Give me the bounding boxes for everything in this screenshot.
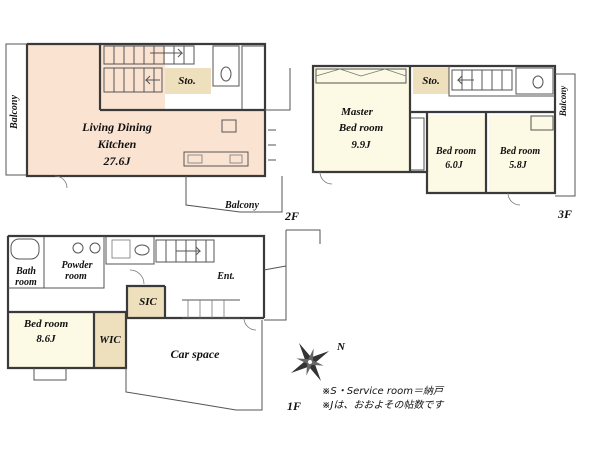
master-bedroom-size: 9.9J [351, 139, 371, 151]
floor-2f: Balcony Sto. Living Dining Kitchen 27.6J… [5, 42, 299, 223]
powder-label-line1: Powder [61, 260, 92, 271]
bedroom-8-6j-area [8, 312, 94, 368]
bedroom-5-8j-label: Bed room [499, 146, 541, 157]
staircase-2f [103, 45, 195, 93]
storage-2f [165, 68, 211, 94]
wic-area [94, 312, 126, 368]
wic-label: WIC [99, 334, 121, 346]
balcony-3f-label: Balcony [558, 85, 568, 118]
kitchen-island [183, 151, 249, 167]
floor-label-1f: 1F [287, 399, 301, 413]
floor-label-3f: 3F [557, 207, 572, 221]
car-space-label: Car space [171, 347, 221, 361]
storage-3f-label: Sto. [422, 75, 439, 87]
bath-label-line2: room [15, 277, 37, 288]
bedroom-5-8j-size: 5.8J [509, 160, 528, 171]
balcony-left-2f-label: Balcony [9, 94, 20, 129]
bedroom-1f-label: Bed room [23, 318, 69, 330]
note-jou-count: ※Jは、おおよその帖数です [322, 399, 444, 411]
bedroom-6j-label: Bed room [435, 146, 477, 157]
floor-3f: Sto. Master Bed room 9.9J Bed room 6.0J … [311, 64, 576, 221]
ldk-name-line1: Living Dining [81, 120, 152, 134]
bedroom-5-8j-area [489, 115, 555, 193]
compass-north-label: N [336, 341, 346, 353]
note-service-room: ※S・Service room＝納戸 [322, 385, 445, 397]
master-bedroom-line2: Bed room [338, 122, 384, 134]
master-bedroom-line1: Master [340, 106, 374, 118]
bedroom-6j-size: 6.0J [445, 160, 464, 171]
entrance-label: Ent. [216, 271, 235, 282]
storage-3f [413, 68, 449, 94]
ldk-size: 27.6J [103, 154, 132, 168]
balcony-bottom-2f-label: Balcony [224, 200, 259, 211]
staircase-3f [451, 69, 513, 91]
wc-2f [212, 45, 240, 87]
master-bedroom-area [313, 66, 410, 172]
powder-label-line2: room [65, 271, 87, 282]
floor-1f: Bath room Powder room Ent. SIC Bed room … [6, 229, 321, 413]
balcony-right-3f [555, 73, 576, 197]
wc-3f [515, 67, 554, 95]
bath-label-line1: Bath [15, 266, 36, 277]
storage-2f-label: Sto. [178, 75, 195, 87]
sic-label: SIC [139, 296, 157, 308]
bedroom-1f-size: 8.6J [36, 333, 56, 345]
compass-rose-icon [290, 342, 330, 382]
balcony-bottom-2f [185, 176, 283, 213]
car-space-outline [125, 320, 263, 411]
ldk-name-line2: Kitchen [97, 137, 137, 151]
bedroom-6j-area [427, 115, 486, 193]
sic-area [127, 286, 165, 318]
floor-label-2f: 2F [284, 209, 299, 223]
